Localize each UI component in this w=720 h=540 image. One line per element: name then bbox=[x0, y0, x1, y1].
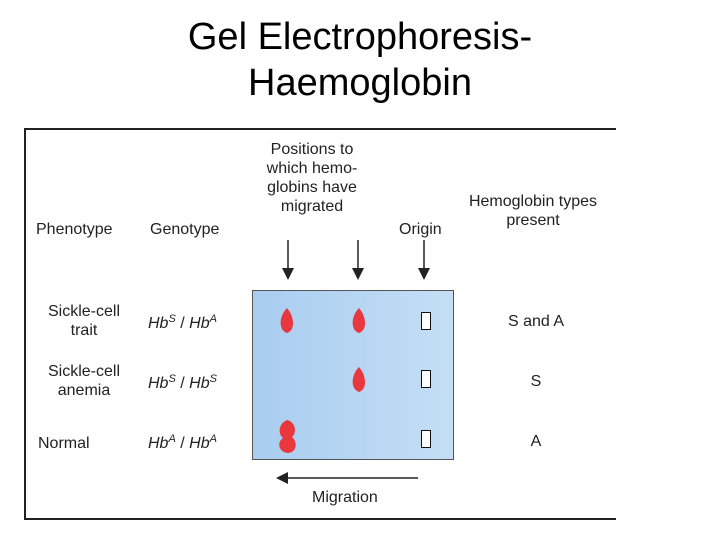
diagram-overlay bbox=[276, 240, 430, 484]
origin-well bbox=[421, 312, 431, 330]
row-phenotype-line: trait bbox=[70, 322, 98, 339]
header-types-line: Hemoglobin types bbox=[468, 193, 598, 210]
genotype-superscript: S bbox=[168, 373, 176, 385]
header-positions-line: globins have bbox=[267, 179, 357, 196]
title-line-2: Haemoglobin bbox=[248, 62, 472, 104]
header-positions: Positions to which hemo- globins have mi… bbox=[248, 140, 376, 216]
slide-title: Gel Electrophoresis- Haemoglobin bbox=[0, 14, 720, 106]
header-origin: Origin bbox=[399, 221, 442, 238]
origin-well bbox=[421, 430, 431, 448]
header-genotype: Genotype bbox=[150, 221, 220, 238]
title-line-1: Gel Electrophoresis- bbox=[187, 16, 533, 58]
row-genotype: HbS / HbA bbox=[148, 310, 217, 333]
header-positions-line: Positions to bbox=[270, 141, 354, 158]
row-phenotype: Sickle-cell anemia bbox=[32, 362, 136, 400]
header-positions-line: migrated bbox=[280, 198, 344, 215]
header-types-line: present bbox=[506, 212, 560, 229]
hemoglobin-a-band bbox=[279, 420, 296, 453]
row-phenotype-line: Sickle-cell bbox=[47, 363, 120, 380]
row-phenotype-line: Sickle-cell bbox=[47, 303, 120, 320]
hemoglobin-s-band bbox=[352, 308, 366, 333]
genotype-allele: Hb bbox=[148, 375, 169, 392]
row-phenotype: Sickle-cell trait bbox=[32, 302, 136, 340]
row-types-present: A bbox=[530, 433, 542, 450]
genotype-separator: / bbox=[175, 435, 190, 452]
genotype-superscript: S bbox=[168, 313, 176, 325]
genotype-superscript: A bbox=[209, 433, 217, 445]
header-phenotype: Phenotype bbox=[36, 221, 113, 238]
genotype-separator: / bbox=[175, 375, 190, 392]
genotype-allele: Hb bbox=[189, 315, 210, 332]
row-phenotype: Normal bbox=[38, 435, 90, 452]
genotype-superscript: S bbox=[209, 373, 217, 385]
row-genotype: HbS / HbS bbox=[148, 370, 217, 393]
genotype-allele: Hb bbox=[189, 435, 210, 452]
electrophoresis-figure: Phenotype Genotype Positions to which he… bbox=[24, 128, 616, 520]
row-types-present: S bbox=[530, 373, 542, 390]
genotype-allele: Hb bbox=[189, 375, 210, 392]
genotype-separator: / bbox=[175, 315, 190, 332]
header-types: Hemoglobin types present bbox=[450, 192, 616, 230]
header-positions-line: which hemo- bbox=[266, 160, 358, 177]
origin-well bbox=[421, 370, 431, 388]
migration-label: Migration bbox=[312, 489, 378, 506]
row-genotype: HbA / HbA bbox=[148, 430, 217, 453]
genotype-superscript: A bbox=[209, 313, 217, 325]
genotype-superscript: A bbox=[168, 433, 176, 445]
genotype-allele: Hb bbox=[148, 315, 169, 332]
hemoglobin-a-band bbox=[280, 308, 294, 333]
genotype-allele: Hb bbox=[148, 435, 169, 452]
hemoglobin-s-band bbox=[352, 367, 366, 392]
row-phenotype-line: anemia bbox=[57, 382, 111, 399]
row-types-present: S and A bbox=[507, 313, 565, 330]
